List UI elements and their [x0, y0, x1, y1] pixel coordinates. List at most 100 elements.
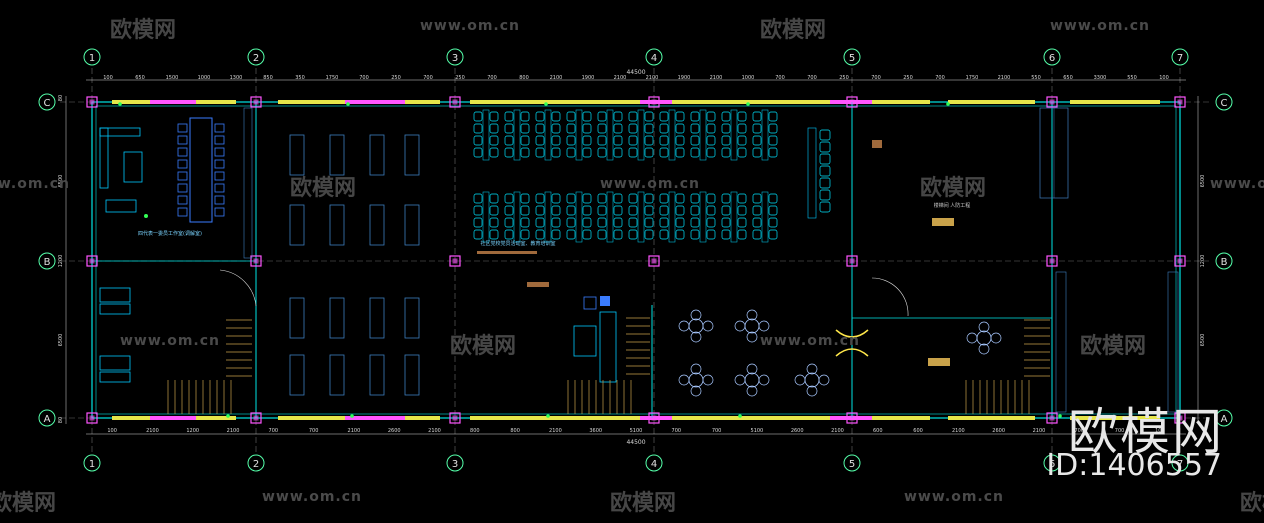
- window: [672, 100, 830, 104]
- seat: [768, 147, 778, 158]
- seat: [473, 147, 483, 158]
- structural-column: [86, 412, 98, 424]
- seat: [768, 193, 778, 204]
- chair: [177, 207, 188, 217]
- grid-bubble-label: B: [44, 257, 51, 268]
- seat: [520, 217, 530, 228]
- dimension-label-top: 1500: [166, 75, 179, 81]
- seat: [551, 217, 561, 228]
- round-table: [744, 318, 760, 334]
- seat: [520, 193, 530, 204]
- seat: [566, 123, 576, 134]
- dimension-label-top: 1750: [326, 75, 339, 81]
- dimension-label-bottom: 700: [269, 428, 279, 434]
- seat: [551, 229, 561, 240]
- dimension-label-bottom: 2100: [952, 428, 965, 434]
- dimension-label-top: 250: [839, 75, 849, 81]
- dimension-label-top: 350: [295, 75, 305, 81]
- seat: [659, 135, 669, 146]
- plant: [1058, 414, 1062, 418]
- seat: [551, 123, 561, 134]
- desk: [289, 297, 305, 339]
- lounge-chair: [690, 363, 702, 375]
- seat: [582, 111, 592, 122]
- seat: [628, 205, 638, 216]
- watermark-site: www.om.cn: [0, 176, 71, 192]
- round-table: [804, 372, 820, 388]
- window: [405, 100, 440, 104]
- seat: [721, 111, 731, 122]
- structural-column-core: [1049, 258, 1055, 264]
- dimension-label-bottom: 2100: [831, 428, 844, 434]
- chair: [177, 195, 188, 205]
- table: [699, 109, 707, 161]
- desk: [289, 134, 305, 176]
- seat: [535, 205, 545, 216]
- seat: [706, 229, 716, 240]
- dimension-label-left: 6500: [58, 175, 64, 188]
- seat: [597, 123, 607, 134]
- seat: [535, 123, 545, 134]
- lounge-chair: [746, 331, 758, 343]
- structural-column: [648, 255, 660, 267]
- dimension-label-bottom: 100: [1155, 428, 1165, 434]
- seat: [597, 205, 607, 216]
- entrance-door: [835, 329, 869, 357]
- lounge-chair: [690, 385, 702, 397]
- watermark-logo: 欧模网: [610, 491, 677, 516]
- seat: [752, 193, 762, 204]
- dimension-label-top: 700: [423, 75, 433, 81]
- grid-bubble: [247, 48, 265, 66]
- lounge-chair: [966, 332, 978, 344]
- seat: [659, 229, 669, 240]
- tag: [928, 358, 950, 366]
- structural-column: [250, 255, 262, 267]
- sofa: [99, 127, 141, 137]
- seat: [489, 217, 499, 228]
- grid-bubble: [446, 48, 464, 66]
- dimension-label-bottom: 100: [107, 428, 117, 434]
- lounge-chair: [690, 309, 702, 321]
- grid-bubble-label: 7: [1177, 53, 1183, 64]
- lounge-chair: [746, 363, 758, 375]
- overall-dimension-bottom: 44500: [626, 439, 645, 446]
- seat: [489, 111, 499, 122]
- seat: [520, 229, 530, 240]
- structural-column-core: [253, 258, 259, 264]
- seat: [644, 229, 654, 240]
- grid-bubble-label: 3: [452, 459, 458, 470]
- seat: [721, 123, 731, 134]
- tag: [527, 282, 549, 287]
- seat: [659, 193, 669, 204]
- seat: [551, 205, 561, 216]
- seat: [520, 147, 530, 158]
- grid-bubble: [843, 454, 861, 472]
- structural-column-core: [849, 258, 855, 264]
- seat: [613, 123, 623, 134]
- dimension-label-bottom: 3600: [589, 428, 602, 434]
- overall-dimension-top: 44500: [626, 69, 645, 76]
- dimension-label-bottom: 700: [1115, 428, 1125, 434]
- grid-bubble: [645, 48, 663, 66]
- seat: [582, 193, 592, 204]
- seat: [675, 205, 685, 216]
- plant: [346, 102, 350, 106]
- seat: [737, 229, 747, 240]
- chair: [214, 183, 225, 193]
- dimension-label-left: 80: [58, 95, 64, 101]
- table: [575, 109, 583, 161]
- desk: [329, 297, 345, 339]
- seat: [721, 147, 731, 158]
- room-label-right: 楼梯间 人防工程: [934, 202, 971, 209]
- window: [196, 416, 236, 420]
- seat: [675, 193, 685, 204]
- seat: [597, 193, 607, 204]
- seat: [628, 147, 638, 158]
- window: [1070, 416, 1160, 420]
- desk: [105, 199, 137, 213]
- structural-column-core: [849, 99, 855, 105]
- seat: [819, 165, 831, 177]
- seat: [613, 217, 623, 228]
- window: [872, 100, 930, 104]
